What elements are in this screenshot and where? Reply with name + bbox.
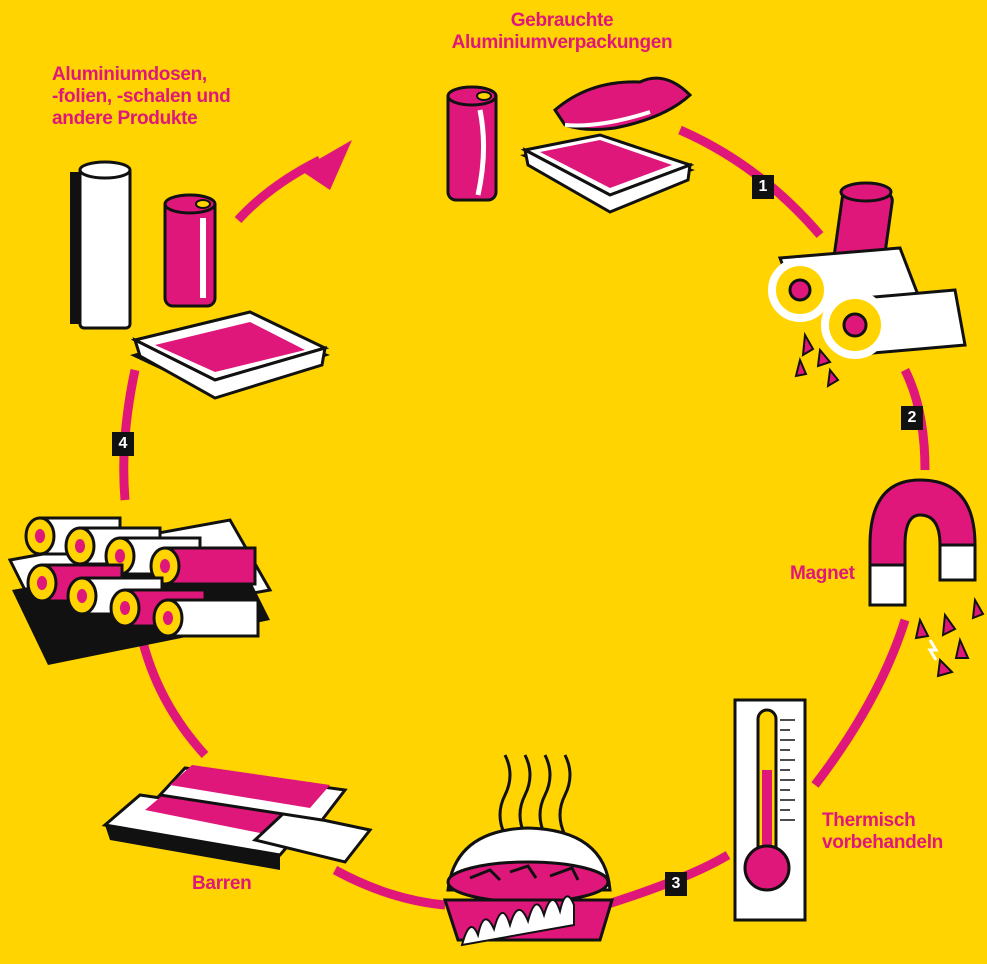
label-used-packaging: Gebrauchte Aluminiumverpackungen: [447, 10, 677, 54]
label-ingots: Barren: [192, 873, 251, 895]
melting-furnace-illustration: [445, 755, 612, 945]
arc-magnet-to-thermal: [815, 620, 905, 785]
label-magnet: Magnet: [790, 563, 855, 585]
label-thermal-line2: vorbehandeln: [822, 832, 943, 854]
step-marker-4: 4: [112, 432, 134, 456]
step-marker-1: 1: [752, 175, 774, 199]
used-tray-illustration: [520, 135, 695, 212]
label-products: Aluminiumdosen, -folien, -schalen und an…: [52, 64, 292, 130]
magnet-illustration: [870, 480, 983, 676]
foil-roll-illustration: [70, 162, 130, 328]
crumpled-foil-illustration: [555, 78, 690, 129]
new-can-illustration: [165, 195, 215, 306]
arc-packaging-to-shredder: [680, 130, 820, 235]
arc-furnace-to-ingots: [335, 870, 445, 905]
step-marker-2: 2: [901, 406, 923, 430]
thermometer-illustration: [735, 700, 805, 920]
ingots-illustration: [105, 765, 370, 870]
label-products-line3: andere Produkte: [52, 108, 292, 130]
new-tray-illustration: [130, 312, 330, 398]
label-used-packaging-line2: Aluminiumverpackungen: [447, 32, 677, 54]
label-products-line1: Aluminiumdosen,: [52, 64, 292, 86]
label-used-packaging-line1: Gebrauchte: [447, 10, 677, 32]
step-marker-3: 3: [665, 872, 687, 896]
arc-ingots-to-rolls: [140, 630, 205, 755]
aluminium-rolls-illustration: [10, 518, 270, 665]
label-thermal: Thermisch vorbehandeln: [822, 810, 943, 854]
label-products-line2: -folien, -schalen und: [52, 86, 292, 108]
used-can-illustration: [448, 87, 496, 200]
label-thermal-line1: Thermisch: [822, 810, 943, 832]
